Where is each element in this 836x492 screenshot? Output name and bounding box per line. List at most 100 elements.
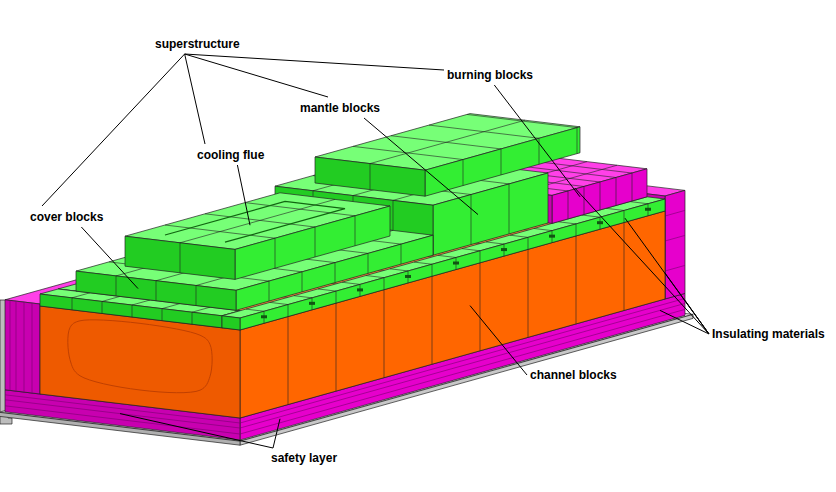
block-joint: [577, 128, 578, 154]
anchor-slot: [405, 275, 411, 278]
anchor-slot: [309, 302, 315, 305]
insulation-layer: [10, 300, 11, 390]
block-joint: [275, 238, 276, 268]
block-joint: [558, 222, 576, 224]
block-joint: [336, 291, 337, 303]
block-joint: [462, 249, 480, 251]
part-label: mantle blocks: [300, 101, 380, 115]
block-joint: [384, 278, 385, 290]
block-joint: [294, 296, 312, 298]
leader-line: [273, 419, 280, 448]
block-end: [315, 157, 425, 196]
leader-line: [237, 165, 250, 225]
part-label: cover blocks: [30, 210, 103, 224]
block-joint: [568, 191, 569, 219]
leader-line: [660, 310, 709, 334]
leader-line: [81, 227, 138, 289]
block-front: [425, 127, 580, 196]
block-joint: [156, 281, 157, 301]
block-joint: [315, 227, 316, 257]
leader-line: [625, 218, 709, 334]
flue-cavity: [68, 320, 212, 393]
block-joint: [336, 303, 337, 391]
block-joint: [509, 184, 510, 234]
part-label: burning blocks: [447, 68, 533, 82]
cooling-flue-outline: [165, 201, 345, 242]
leader-line: [42, 54, 185, 206]
block-joint: [624, 222, 625, 310]
block-joint: [584, 186, 585, 214]
block-joint: [116, 276, 117, 296]
block-front: [665, 190, 685, 299]
leader-line: [185, 54, 205, 144]
block-joint: [432, 264, 433, 276]
block-joint: [288, 317, 289, 405]
block-joint: [414, 262, 432, 264]
block-joint: [471, 195, 472, 245]
block-joint: [342, 282, 360, 284]
leader-line: [685, 300, 709, 334]
block-joint: [438, 255, 456, 257]
block-joint: [463, 160, 464, 186]
block-joint: [72, 293, 90, 298]
block-joint: [72, 298, 73, 310]
block-front: [235, 206, 390, 279]
insulation-layer: [665, 265, 685, 271]
block-joint: [370, 164, 371, 190]
anchor-slot: [597, 221, 603, 224]
block-joint: [630, 202, 648, 204]
block-joint: [355, 216, 356, 246]
block-joint: [180, 243, 181, 273]
block-joint: [510, 235, 528, 237]
block-joint: [269, 281, 270, 301]
block-joint: [270, 302, 288, 304]
anchor-slot: [261, 315, 267, 318]
block-joint: [288, 305, 289, 317]
anchor-slot: [501, 248, 507, 251]
block-joint: [335, 263, 336, 283]
insulation-layer: [665, 210, 685, 216]
block-joint: [180, 199, 335, 242]
leader-line: [185, 54, 328, 97]
block-joint: [606, 208, 624, 210]
block-joint: [196, 286, 197, 306]
block-end: [5, 300, 40, 394]
block-joint: [368, 253, 369, 273]
part-label: cooling flue: [197, 148, 264, 162]
block-joint: [486, 242, 504, 244]
block-joint: [132, 305, 133, 317]
block-joint: [390, 269, 408, 271]
leader-line: [665, 273, 709, 334]
block-joint: [162, 304, 180, 309]
block-joint: [370, 120, 525, 163]
leader-lines: [42, 54, 709, 448]
leader-line: [120, 414, 273, 448]
block-joint: [401, 244, 402, 264]
block-joint: [102, 296, 120, 301]
block-joint: [534, 228, 552, 230]
block-joint: [576, 236, 577, 324]
block-end: [222, 316, 240, 330]
block-joint: [302, 272, 303, 292]
block-joint: [528, 249, 529, 337]
anchor-slot: [357, 288, 363, 291]
block-joint: [162, 309, 163, 321]
block-joint: [192, 312, 193, 324]
leader-line: [364, 118, 478, 215]
insulation-layer: [32, 303, 33, 393]
anchor-slot: [453, 262, 459, 265]
insulation-layer: [16, 301, 17, 391]
block-joint: [576, 224, 577, 236]
block-joint: [432, 276, 433, 364]
leader-line: [494, 85, 580, 197]
leader-line: [185, 54, 444, 70]
block-joint: [616, 178, 617, 206]
block-joint: [600, 182, 601, 210]
block-joint: [246, 309, 264, 311]
insulation-layer: [665, 235, 685, 241]
insulation-layer: [24, 302, 25, 392]
part-label: safety layer: [271, 451, 337, 465]
block-joint: [102, 301, 103, 313]
block-joint: [632, 173, 633, 201]
block-joint: [318, 289, 336, 291]
